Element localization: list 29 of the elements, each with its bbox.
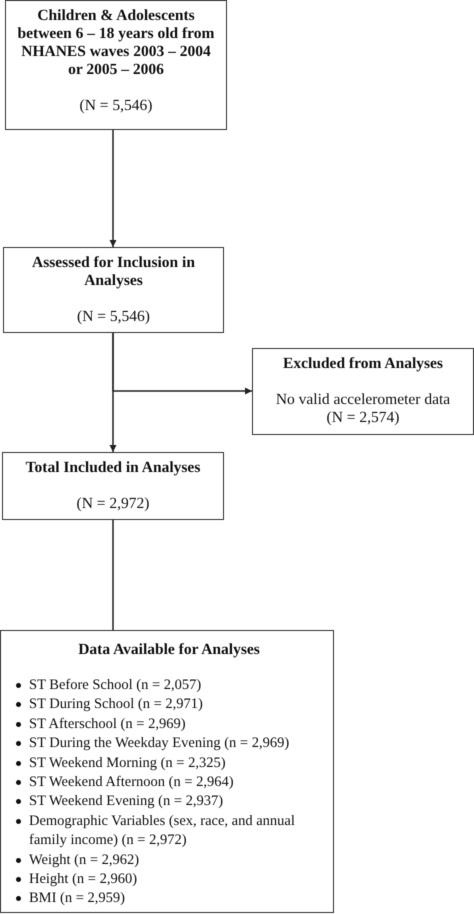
list-item: Weight (n = 2,962): [29, 852, 140, 868]
box-text: (N = 2,574): [326, 409, 400, 427]
arrow: [110, 130, 116, 247]
list-item: Height (n = 2,960): [29, 871, 138, 888]
list-item: ST During School (n = 2,971): [29, 696, 203, 712]
process-box: [2, 452, 224, 520]
box-heading: Data Available for Analyses: [77, 641, 261, 659]
list-item: Demographic Variables (sex, race, and annual family income) (n = 2,972): [29, 812, 295, 848]
connector-line: [112, 520, 114, 630]
list-item: ST Weekend Afternoon (n = 2,964): [29, 774, 234, 790]
process-box: [0, 630, 334, 913]
process-box: [252, 348, 474, 435]
list-item: ST Weekend Evening (n = 2,937): [29, 793, 224, 810]
box-text: (N = 5,546): [77, 308, 150, 326]
box-text: (N = 5,546): [80, 97, 152, 115]
list-item: ST Afterschool (n = 2,969): [29, 716, 186, 732]
process-box: [3, 247, 224, 333]
box-heading: Assessed for Inclusion in Analyses: [31, 254, 196, 290]
arrow: [112, 333, 252, 394]
process-box: [5, 0, 227, 130]
box-text: No valid accelerometer data: [276, 391, 450, 409]
list-item: ST Before School (n = 2,057): [29, 677, 202, 693]
box-heading: Excluded from Analyses: [283, 355, 443, 373]
box-heading: Children & Adolescents between 6 – 18 years old from NHANES waves 2003 – 2004 or 2005 – 2006: [16, 7, 216, 79]
list-item: ST Weekend Morning (n = 2,325): [29, 754, 226, 771]
list-item: BMI (n = 2,959): [29, 890, 125, 906]
box-text: (N = 2,972): [76, 495, 150, 513]
list-item: ST During the Weekday Evening (n = 2,969): [29, 735, 290, 752]
box-heading: Total Included in Analyses: [26, 459, 200, 477]
